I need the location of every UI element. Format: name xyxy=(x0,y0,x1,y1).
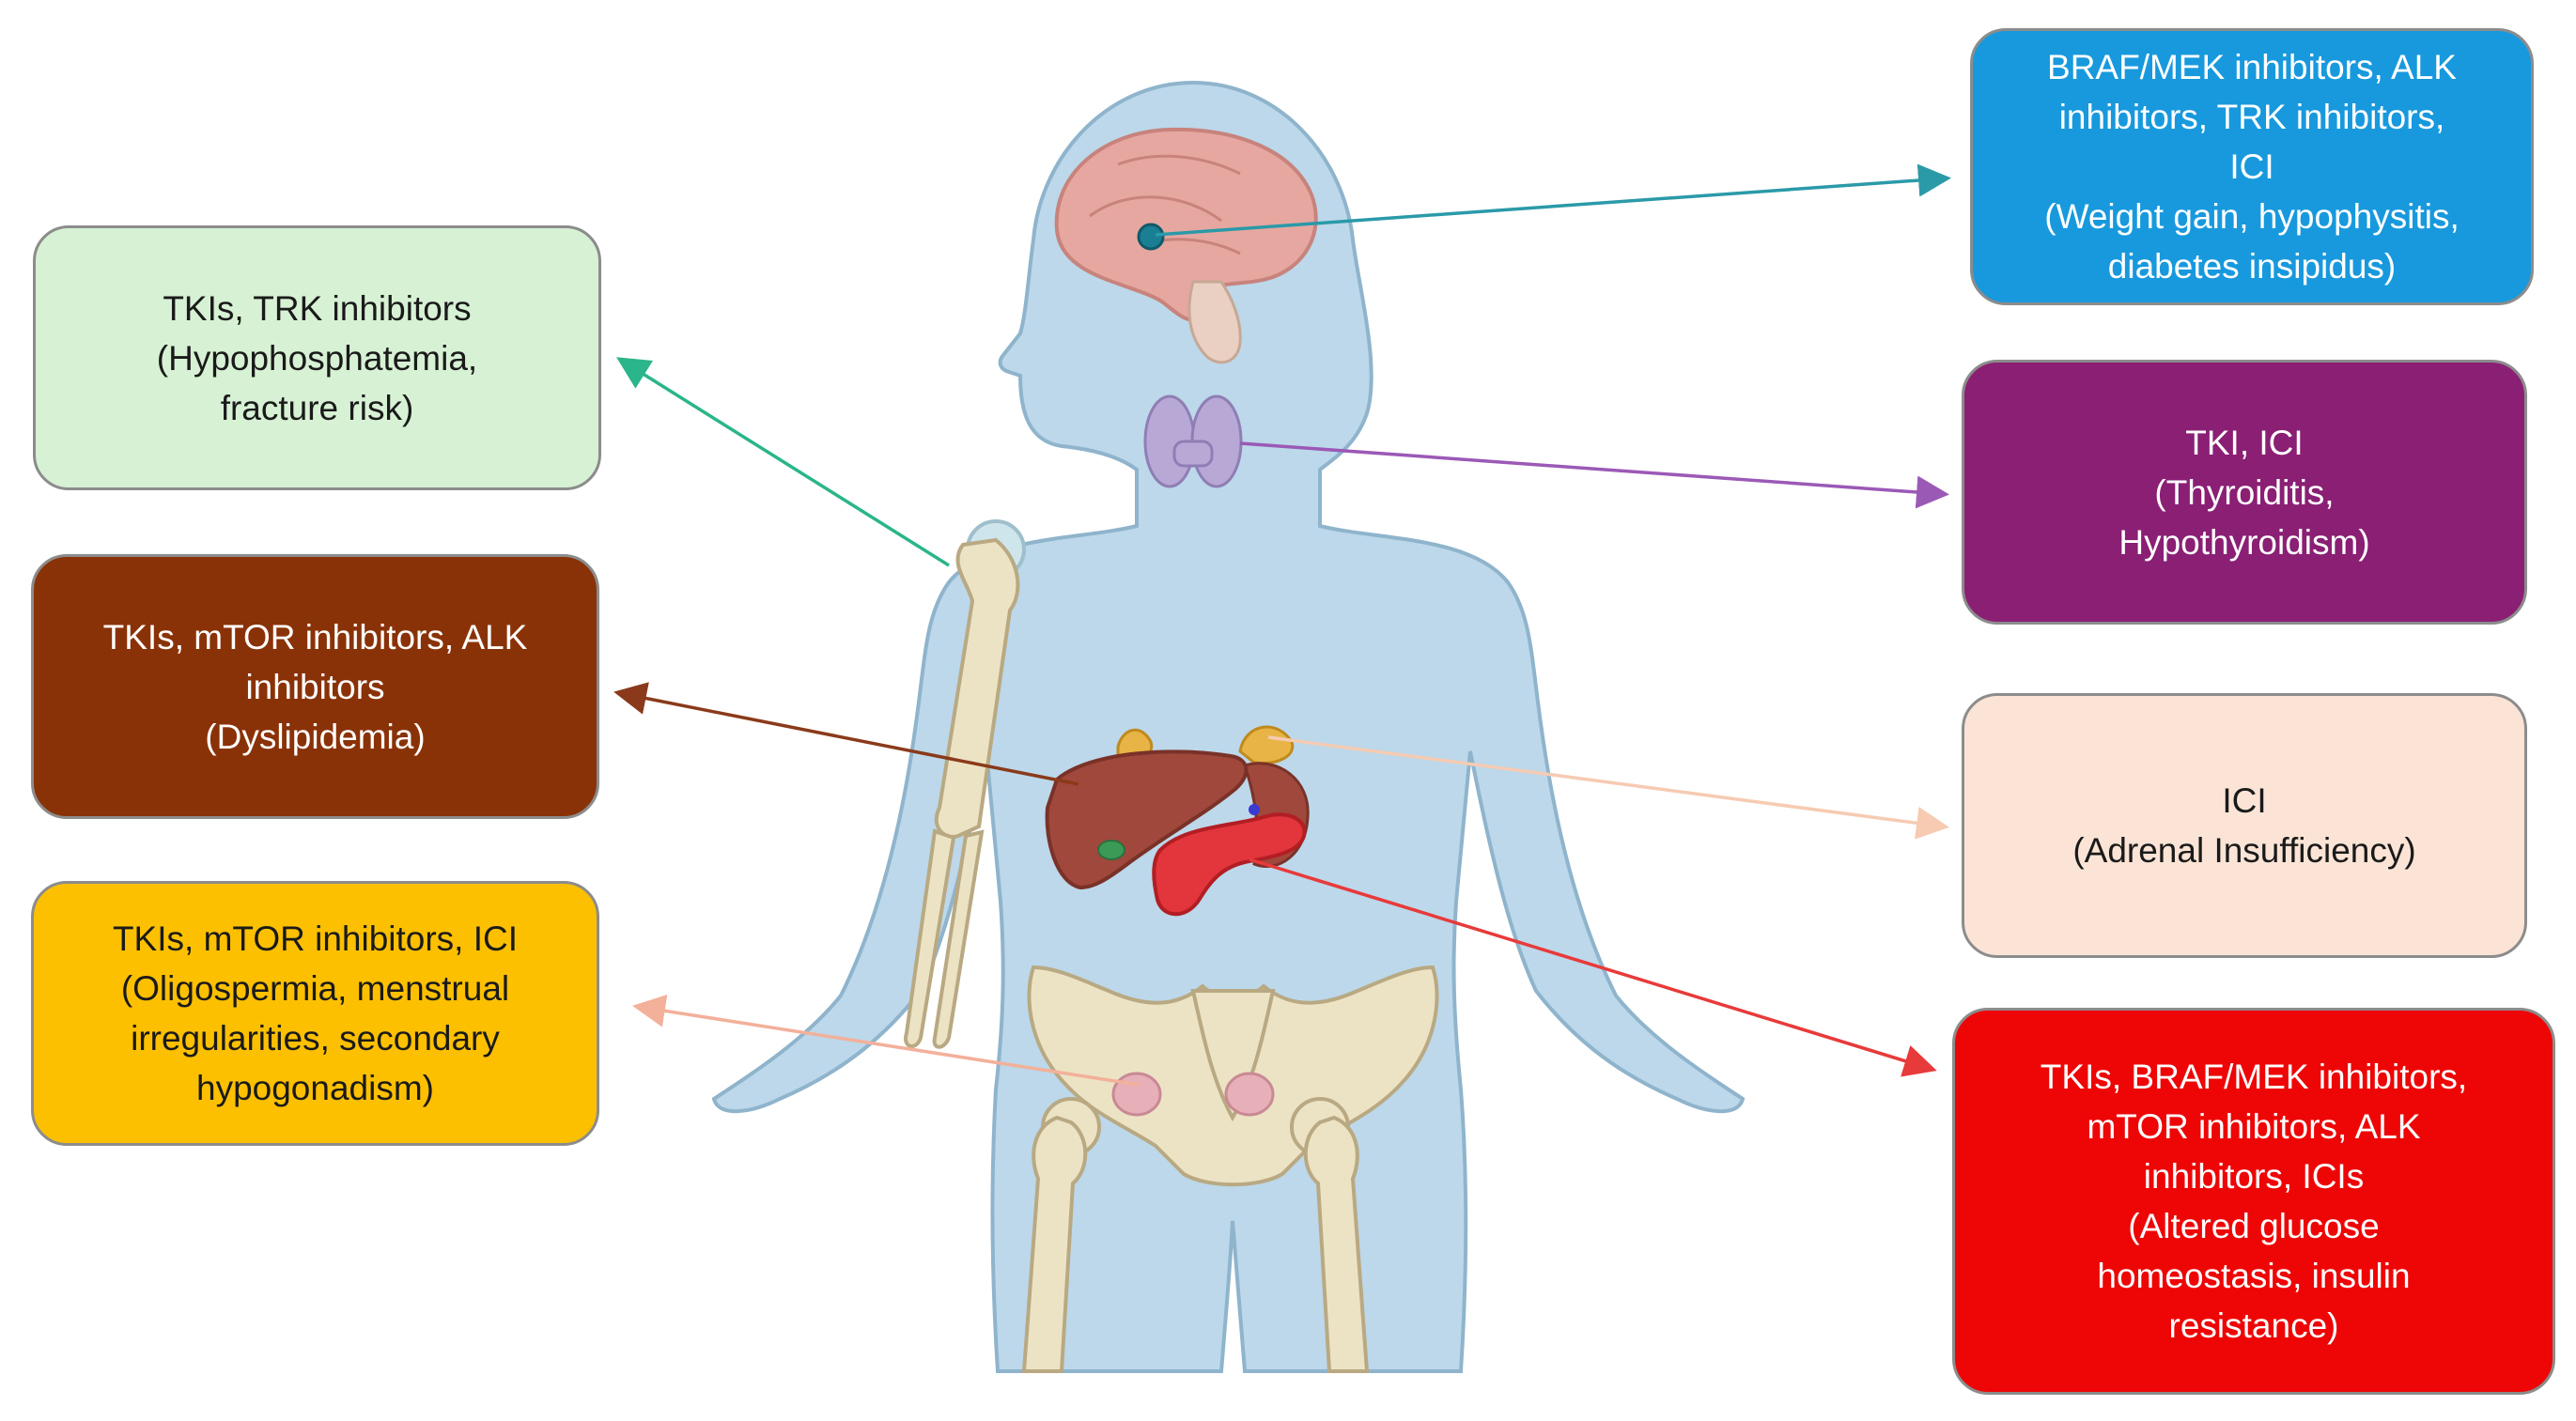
thyroid-illustration xyxy=(1143,394,1243,488)
box-gonad-line-1: TKIs, mTOR inhibitors, ICI xyxy=(112,919,519,958)
thyroid-isthmus xyxy=(1172,440,1214,468)
box-adrenal-effects: ICI (Adrenal Insufficiency) xyxy=(1962,693,2527,958)
box-pituitary-line-1: BRAF/MEK inhibitors, ALK xyxy=(2047,48,2457,86)
box-lipid-line-1: TKIs, mTOR inhibitors, ALK xyxy=(102,617,528,656)
box-adrenal-line-2: (Adrenal Insufficiency) xyxy=(2072,831,2416,870)
box-pituitary-effects: BRAF/MEK inhibitors, ALK inhibitors, TRK… xyxy=(1970,28,2534,305)
box-pancreas-line-1: TKIs, BRAF/MEK inhibitors, xyxy=(2040,1058,2468,1096)
box-lipid-text: TKIs, mTOR inhibitors, ALK inhibitors (D… xyxy=(79,612,552,762)
box-thyroid-effects: TKI, ICI (Thyroiditis, Hypothyroidism) xyxy=(1962,360,2527,625)
arrow-to-pancreas-box xyxy=(1249,857,1937,1077)
brainstem xyxy=(1187,280,1242,364)
box-lipid-line-2: inhibitors xyxy=(245,667,385,706)
box-pituitary-text: BRAF/MEK inhibitors, ALK inhibitors, TRK… xyxy=(2020,42,2484,291)
arrow-to-lipid-box xyxy=(613,682,1079,786)
box-pituitary-line-5: diabetes insipidus) xyxy=(2107,247,2397,286)
left-femur xyxy=(1021,1115,1088,1373)
box-pancreas-line-6: resistance) xyxy=(2168,1306,2339,1345)
pituitary-gland xyxy=(1137,223,1165,251)
box-thyroid-line-1: TKI, ICI xyxy=(2185,423,2304,462)
arm-bones xyxy=(904,519,1026,1049)
box-thyroid-text: TKI, ICI (Thyroiditis, Hypothyroidism) xyxy=(2094,418,2394,567)
box-bone-effects: TKIs, TRK inhibitors (Hypophosphatemia, … xyxy=(33,225,601,490)
liver xyxy=(1045,749,1249,890)
box-gonad-text: TKIs, mTOR inhibitors, ICI (Oligospermia… xyxy=(88,914,542,1113)
box-adrenal-text: ICI (Adrenal Insufficiency) xyxy=(2048,776,2440,875)
box-thyroid-line-3: Hypothyroidism) xyxy=(2118,522,2370,562)
box-pancreas-line-2: mTOR inhibitors, ALK xyxy=(2087,1107,2421,1146)
arrow-to-bone-box xyxy=(616,357,950,567)
torso-outline xyxy=(711,80,1746,1373)
box-pancreas-line-3: inhibitors, ICIs xyxy=(2143,1157,2365,1196)
box-gonad-line-2: (Oligospermia, menstrual xyxy=(120,969,510,1008)
body-silhouette xyxy=(711,80,1746,1373)
box-lipid-effects: TKIs, mTOR inhibitors, ALK inhibitors (D… xyxy=(31,554,599,819)
brain-illustration xyxy=(1054,127,1318,364)
box-pancreas-line-5: homeostasis, insulin xyxy=(2097,1257,2411,1295)
box-gonad-line-4: hypogonadism) xyxy=(196,1069,434,1107)
arrow-to-thyroid-box xyxy=(1239,441,1949,509)
box-pituitary-line-2: inhibitors, TRK inhibitors, xyxy=(2058,98,2445,136)
box-pancreas-line-4: (Altered glucose xyxy=(2128,1207,2380,1245)
leg-bones xyxy=(1021,1097,1370,1373)
box-gonad-effects: TKIs, mTOR inhibitors, ICI (Oligospermia… xyxy=(31,881,599,1146)
pancreas-duct xyxy=(1249,804,1260,815)
box-thyroid-line-2: (Thyroiditis, xyxy=(2154,472,2335,512)
box-bone-line-2: (Hypophosphatemia, xyxy=(156,338,478,378)
right-ovary xyxy=(1224,1072,1275,1117)
sacrum xyxy=(1190,989,1276,1122)
box-pituitary-line-4: (Weight gain, hypophysitis, xyxy=(2044,197,2460,236)
forearm-bones xyxy=(904,828,985,1049)
box-pancreas-effects: TKIs, BRAF/MEK inhibitors, mTOR inhibito… xyxy=(1952,1008,2555,1395)
right-femur xyxy=(1303,1115,1370,1373)
box-adrenal-line-1: ICI xyxy=(2222,781,2267,820)
arrow-to-pituitary-box xyxy=(1155,163,1951,237)
gallbladder xyxy=(1097,840,1125,860)
brain-shape xyxy=(1054,127,1318,322)
connector-arrows xyxy=(613,163,1951,1087)
arrow-to-adrenal-box xyxy=(1267,735,1949,840)
arrow-to-gonad-box xyxy=(632,995,1140,1087)
box-bone-line-3: fracture risk) xyxy=(220,388,414,427)
box-bone-text: TKIs, TRK inhibitors (Hypophosphatemia, … xyxy=(132,284,502,433)
box-pituitary-line-3: ICI xyxy=(2229,147,2274,186)
left-ovary xyxy=(1111,1072,1162,1117)
box-bone-line-1: TKIs, TRK inhibitors xyxy=(163,288,472,328)
box-lipid-line-3: (Dyslipidemia) xyxy=(205,717,426,756)
box-gonad-line-3: irregularities, secondary xyxy=(131,1019,500,1058)
box-pancreas-text: TKIs, BRAF/MEK inhibitors, mTOR inhibito… xyxy=(2016,1052,2491,1351)
